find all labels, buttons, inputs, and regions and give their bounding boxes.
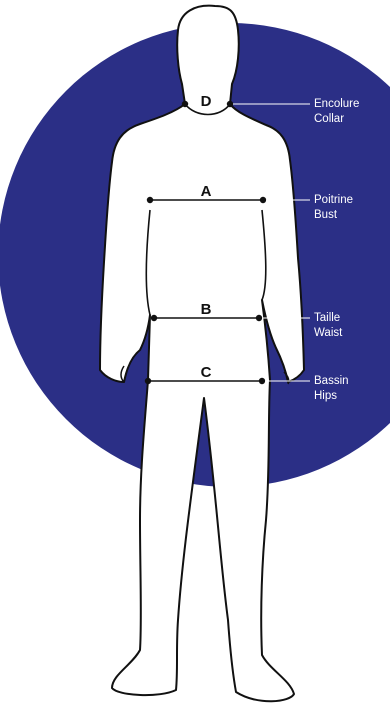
bust-letter: A [201,183,212,200]
collar-dot-right [227,101,233,107]
collar-label-fr: Encolure [314,98,359,110]
hips-letter: C [201,364,212,381]
collar-label-en: Collar [314,113,344,125]
bust-dot-left [147,197,153,203]
waist-label-en: Waist [314,327,343,339]
waist-letter: B [201,301,212,318]
hips-label-fr: Bassin [314,375,349,387]
hips-dot-right [259,378,265,384]
bust-dot-right [260,197,266,203]
bust-label-en: Bust [314,209,338,221]
waist-dot-left [151,315,157,321]
collar-dot-left [182,101,188,107]
waist-dot-right [256,315,262,321]
waist-label-fr: Taille [314,312,340,324]
hips-label-en: Hips [314,390,337,402]
hips-dot-left [145,378,151,384]
collar-letter: D [201,93,212,110]
bust-label-fr: Poitrine [314,194,353,206]
